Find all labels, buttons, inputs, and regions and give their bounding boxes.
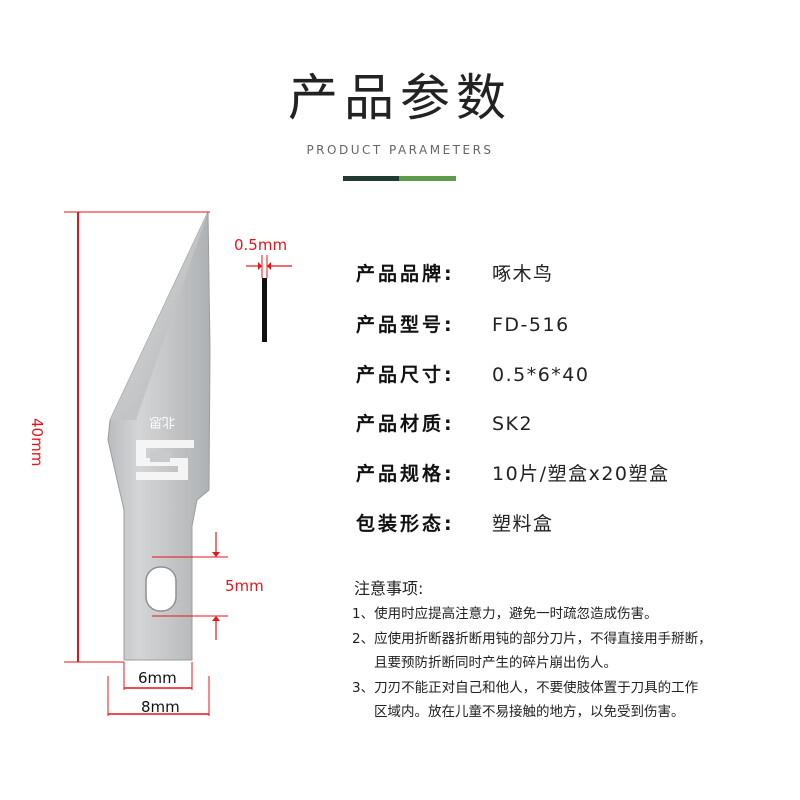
spec-row-material: 产品材质: SK2 [356,409,533,439]
spec-value: SK2 [492,413,534,435]
spec-label: 包装形态: [356,513,455,535]
note-line: 区域内。放在儿童不易接触的地方，以免受到伤害。 [374,704,685,720]
blade-bevel [110,212,208,420]
note-line: 1、使用时应提高注意力，避免一时疏忽造成伤害。 [352,606,658,622]
spec-row-spec: 产品规格: 10片/塑盒x20塑盒 [356,459,670,489]
blade-illustration: 北思 [64,211,292,716]
spec-label: 产品规格: [356,463,455,485]
spec-value: FD-516 [492,314,570,336]
spec-value: 啄木鸟 [492,263,554,285]
note-line: 3、刀刃不能正对自己和他人，不要使肢体置于刀具的工作 [352,680,699,696]
spec-row-brand: 产品品牌: 啄木鸟 [356,259,554,289]
spec-row-packaging: 包装形态: 塑料盒 [356,509,554,539]
dim-shank-width-label: 6mm [138,669,177,687]
spec-label: 产品型号: [356,314,455,336]
blade-brand-mark [136,440,194,480]
spec-value: 塑料盒 [492,513,554,535]
note-line: 且要预防折断同时产生的碎片崩出伤人。 [374,655,617,671]
spec-value: 10片/塑盒x20塑盒 [492,463,670,485]
blade-body [107,211,211,661]
title-underline-green [399,176,456,181]
page-subtitle: PRODUCT PARAMETERS [306,143,494,157]
title-underline-dark [343,176,399,181]
spec-label: 产品尺寸: [356,364,455,386]
spec-label: 产品材质: [356,413,455,435]
note-line: 2、应使用折断器折断用钝的部分刀片，不得直接用手掰断， [352,631,712,647]
thickness-bar [262,278,267,342]
dim-thickness-label: 0.5mm [234,236,288,254]
page-title: 产品参数 [288,69,512,127]
spec-row-model: 产品型号: FD-516 [356,310,570,340]
blade-slot [145,566,177,612]
blade-brand-text: 北思 [149,414,175,429]
notes-title: 注意事项: [354,579,424,598]
dim-length-label: 40mm [28,418,46,467]
spec-row-size: 产品尺寸: 0.5*6*40 [356,360,589,390]
dim-total-width-label: 8mm [141,698,180,716]
spec-value: 0.5*6*40 [492,364,590,386]
dim-slot-label: 5mm [225,577,264,595]
spec-label: 产品品牌: [356,263,455,285]
